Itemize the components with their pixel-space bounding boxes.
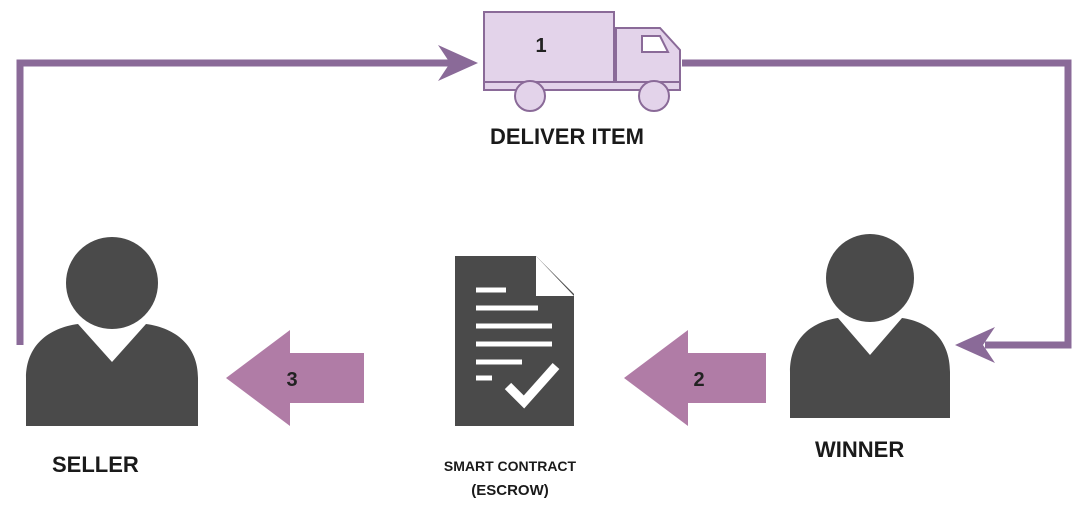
escrow-label: (ESCROW): [471, 482, 549, 499]
document-text-lines: [476, 287, 552, 381]
winner-head: [826, 234, 914, 322]
step-3-block-arrow: 3: [226, 330, 364, 426]
truck-front-wheel: [638, 80, 670, 112]
winner-person-icon: [790, 234, 950, 418]
seller-label: SELLER: [52, 452, 139, 477]
smart-contract-label: SMART CONTRACT: [443, 458, 577, 474]
document-check-icon: [455, 256, 574, 426]
winner-label: WINNER: [815, 437, 905, 462]
step-2-block-arrow: 2: [624, 330, 766, 426]
truck-rear-wheel: [514, 80, 546, 112]
step-3-number: 3: [286, 369, 297, 391]
truck-cab-window: [641, 35, 670, 53]
truck-to-winner-connector: [682, 59, 1072, 349]
winner-body: [790, 318, 950, 418]
truck-cargo-box: [483, 11, 615, 83]
seller-head: [66, 237, 158, 329]
checkmark-icon: [504, 363, 560, 409]
arrowhead-into-winner: [955, 327, 995, 363]
seller-person-icon: [26, 237, 198, 426]
arrowhead-into-truck: [438, 45, 478, 81]
block-arrow-2-shape: [624, 330, 766, 426]
document-folded-corner: [536, 256, 574, 296]
truck-chassis: [483, 81, 681, 91]
step-2-number: 2: [693, 369, 704, 391]
seller-body: [26, 324, 198, 426]
truck-icon: 1: [483, 11, 681, 112]
seller-to-truck-connector: [16, 59, 452, 345]
deliver-item-label: DELIVER ITEM: [489, 124, 644, 149]
block-arrow-3-shape: [226, 330, 364, 426]
step-1-number: 1: [535, 35, 546, 57]
